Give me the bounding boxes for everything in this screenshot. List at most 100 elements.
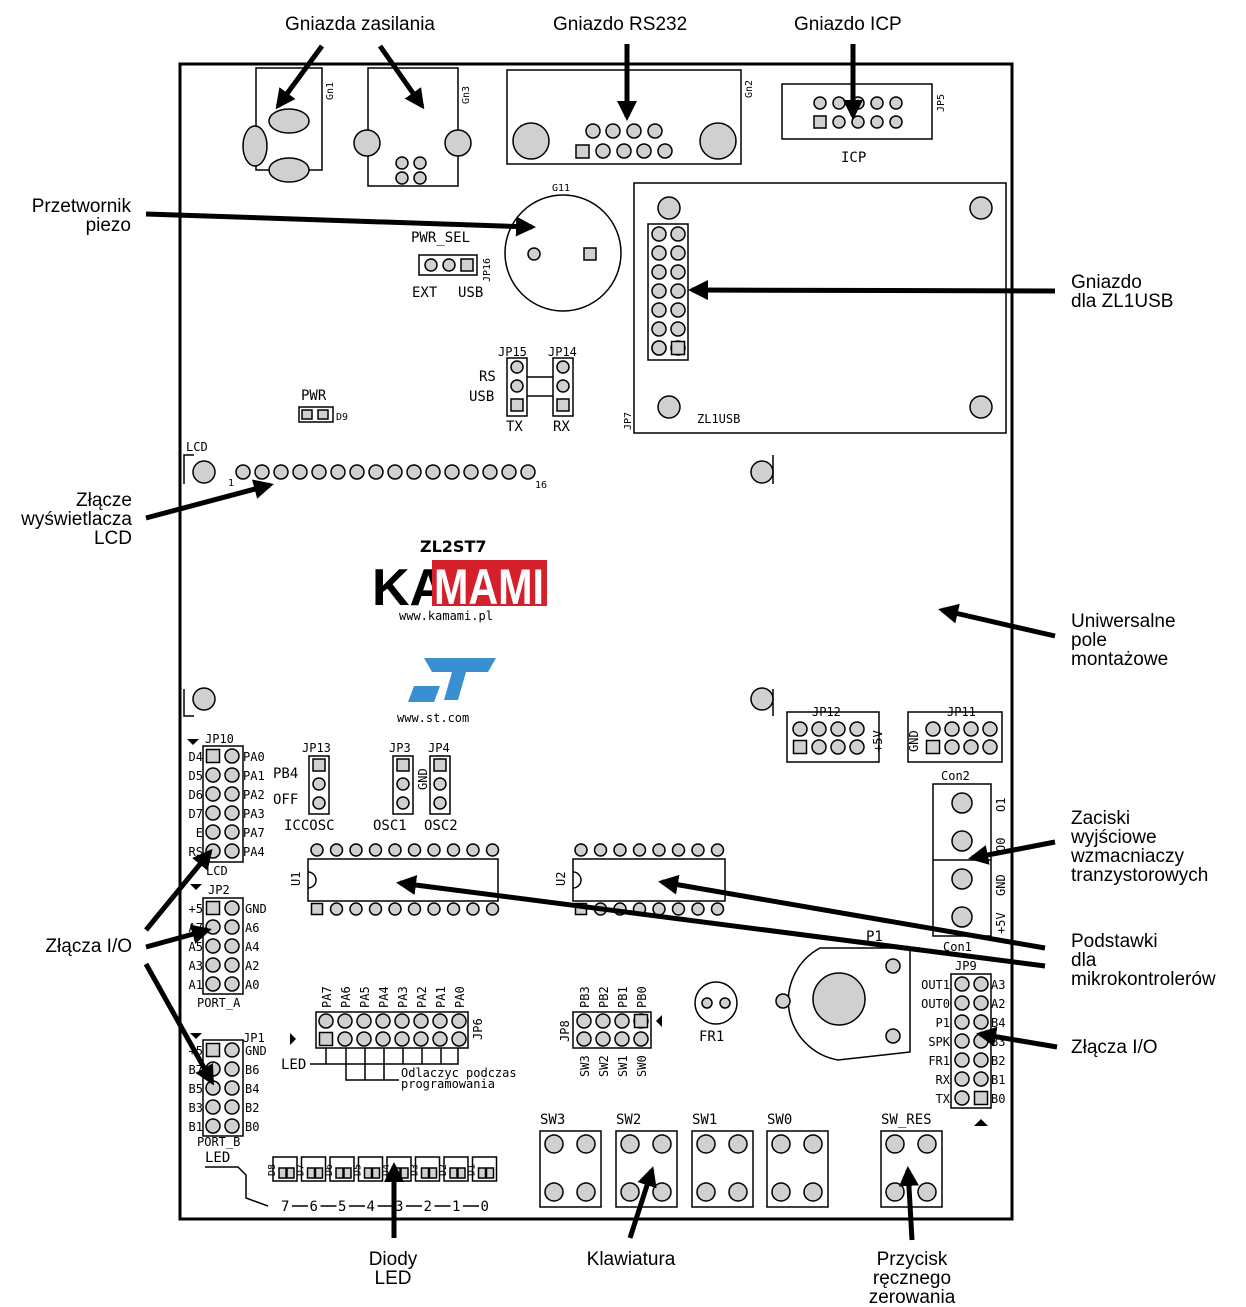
led-pad <box>485 1167 495 1179</box>
terminals-con: Con2 O1 O0 GND +5V Con1 <box>932 769 1008 954</box>
jp2-left-label: A5 <box>189 940 203 954</box>
led-number-label: 7 <box>281 1199 289 1215</box>
callout-amp-1: Zaciski <box>1071 808 1130 829</box>
u1-pin <box>388 843 402 857</box>
usb-label: USB <box>458 285 483 301</box>
jp2-left-label: +5 <box>189 902 203 916</box>
jp2-right-label: A4 <box>245 940 259 954</box>
jumpers-jp3-jp4: JP3 JP4 GND OSC1 OSC2 <box>373 741 458 834</box>
led-name-label: D4 <box>381 1164 392 1176</box>
osc2-label: OSC2 <box>424 818 458 834</box>
jp10-label: JP10 <box>205 732 234 746</box>
socket-u2: U2 <box>554 843 726 916</box>
jp10-pin <box>205 767 221 783</box>
switch-pin <box>728 1134 748 1154</box>
jp2-pin <box>224 938 240 954</box>
led-pad <box>335 1167 344 1179</box>
jp13-label: JP13 <box>302 741 331 755</box>
switch-body <box>766 1130 829 1208</box>
jp9-left-label: RX <box>936 1073 951 1087</box>
jp2-pin <box>224 919 240 935</box>
callout-rs232: Gniazdo RS232 <box>553 14 687 35</box>
rs-label: RS <box>479 369 496 385</box>
jp6-pin <box>394 1013 410 1029</box>
lcd-pin <box>311 464 327 480</box>
led-name-label: D5 <box>353 1164 364 1176</box>
jp8-top-label: PB0 <box>635 986 649 1008</box>
led-pad <box>420 1167 430 1179</box>
ext-label: EXT <box>412 285 438 301</box>
jp9-pin <box>954 1014 970 1030</box>
gnd3-label: GND <box>416 768 430 790</box>
led-outline <box>300 1156 327 1182</box>
u1-pin <box>368 843 383 857</box>
jp11-gnd: GND <box>907 730 921 752</box>
power-socket-gn1: Gn1 <box>242 67 336 183</box>
port-b-label: PORT_B <box>197 1135 240 1149</box>
lcd-pin <box>520 464 536 480</box>
switch-pin <box>576 1134 596 1154</box>
o1-label: O1 <box>994 798 1008 812</box>
u2-pin <box>691 843 705 857</box>
jp6-pin-label: PA6 <box>339 986 353 1008</box>
switch-pin <box>652 1182 672 1202</box>
led-name-label: D2 <box>438 1164 449 1176</box>
led-name-label: D8 <box>267 1164 278 1176</box>
callout-leds-1: Diody <box>369 1249 418 1270</box>
callout-io-left: Złącza I/O <box>45 936 132 957</box>
jp12-pin-1 <box>792 739 808 755</box>
callout-sockets-3: mikrokontrolerów <box>1071 969 1216 990</box>
led-pad <box>400 1167 409 1179</box>
piezo-g11: G11 <box>504 183 622 312</box>
jp9-pin <box>973 1014 989 1030</box>
switch-sw2: SW2 <box>615 1112 678 1208</box>
jp7-pin <box>651 283 667 299</box>
jp1-label: JP1 <box>243 1031 265 1045</box>
header-jp11: JP11 GND <box>907 705 1003 763</box>
led-name-label: D1 <box>467 1164 478 1176</box>
jp9-pin <box>973 1052 989 1068</box>
switch-pin <box>771 1182 791 1202</box>
switch-pin <box>696 1182 716 1202</box>
jp1-pin <box>205 1080 221 1096</box>
jp2-pin-1 <box>205 900 221 916</box>
lcd-pin <box>368 464 384 480</box>
lcd-pin <box>463 464 479 480</box>
switch-body <box>615 1130 678 1208</box>
callout-proto-2: pole <box>1071 630 1107 651</box>
jp2-pin <box>224 957 240 973</box>
callout-piezo-1: Przetwornik <box>32 196 132 217</box>
jp9-pin <box>973 995 989 1011</box>
sw3-label: SW3 <box>540 1112 565 1128</box>
u1-pin <box>466 902 480 916</box>
jp1-pin <box>224 1118 240 1134</box>
jp11-pin <box>944 739 960 755</box>
jp8-pin <box>576 1013 592 1029</box>
sw_res-label: SW_RES <box>881 1112 932 1128</box>
osc1-label: OSC1 <box>373 818 407 834</box>
jp2-left-label: A3 <box>189 959 203 973</box>
callout-icp: Gniazdo ICP <box>794 14 902 35</box>
jp9-pin <box>973 976 989 992</box>
u2-pin <box>671 843 686 857</box>
jp6-pin <box>432 1031 448 1047</box>
jp7-pin <box>651 340 667 356</box>
callout-sockets-1: Podstawki <box>1071 931 1158 952</box>
jp6-pin-label: PA3 <box>396 986 410 1008</box>
header-jp12: JP12 +5V <box>786 705 885 763</box>
jp11-pin <box>925 721 941 737</box>
jp1-right-label: B6 <box>245 1063 259 1077</box>
lcd-pin <box>349 464 365 480</box>
switch-pin <box>885 1134 905 1154</box>
jp8-bottom-label: SW2 <box>597 1055 611 1077</box>
zl1usb-label: ZL1USB <box>697 412 740 426</box>
jp8-bottom-label: SW3 <box>578 1055 592 1077</box>
lcd-pin <box>330 464 346 480</box>
jp6-pin <box>356 1013 372 1029</box>
jp2-pin <box>224 976 240 992</box>
lcd-pin <box>444 464 460 480</box>
u2-pin <box>613 843 627 857</box>
